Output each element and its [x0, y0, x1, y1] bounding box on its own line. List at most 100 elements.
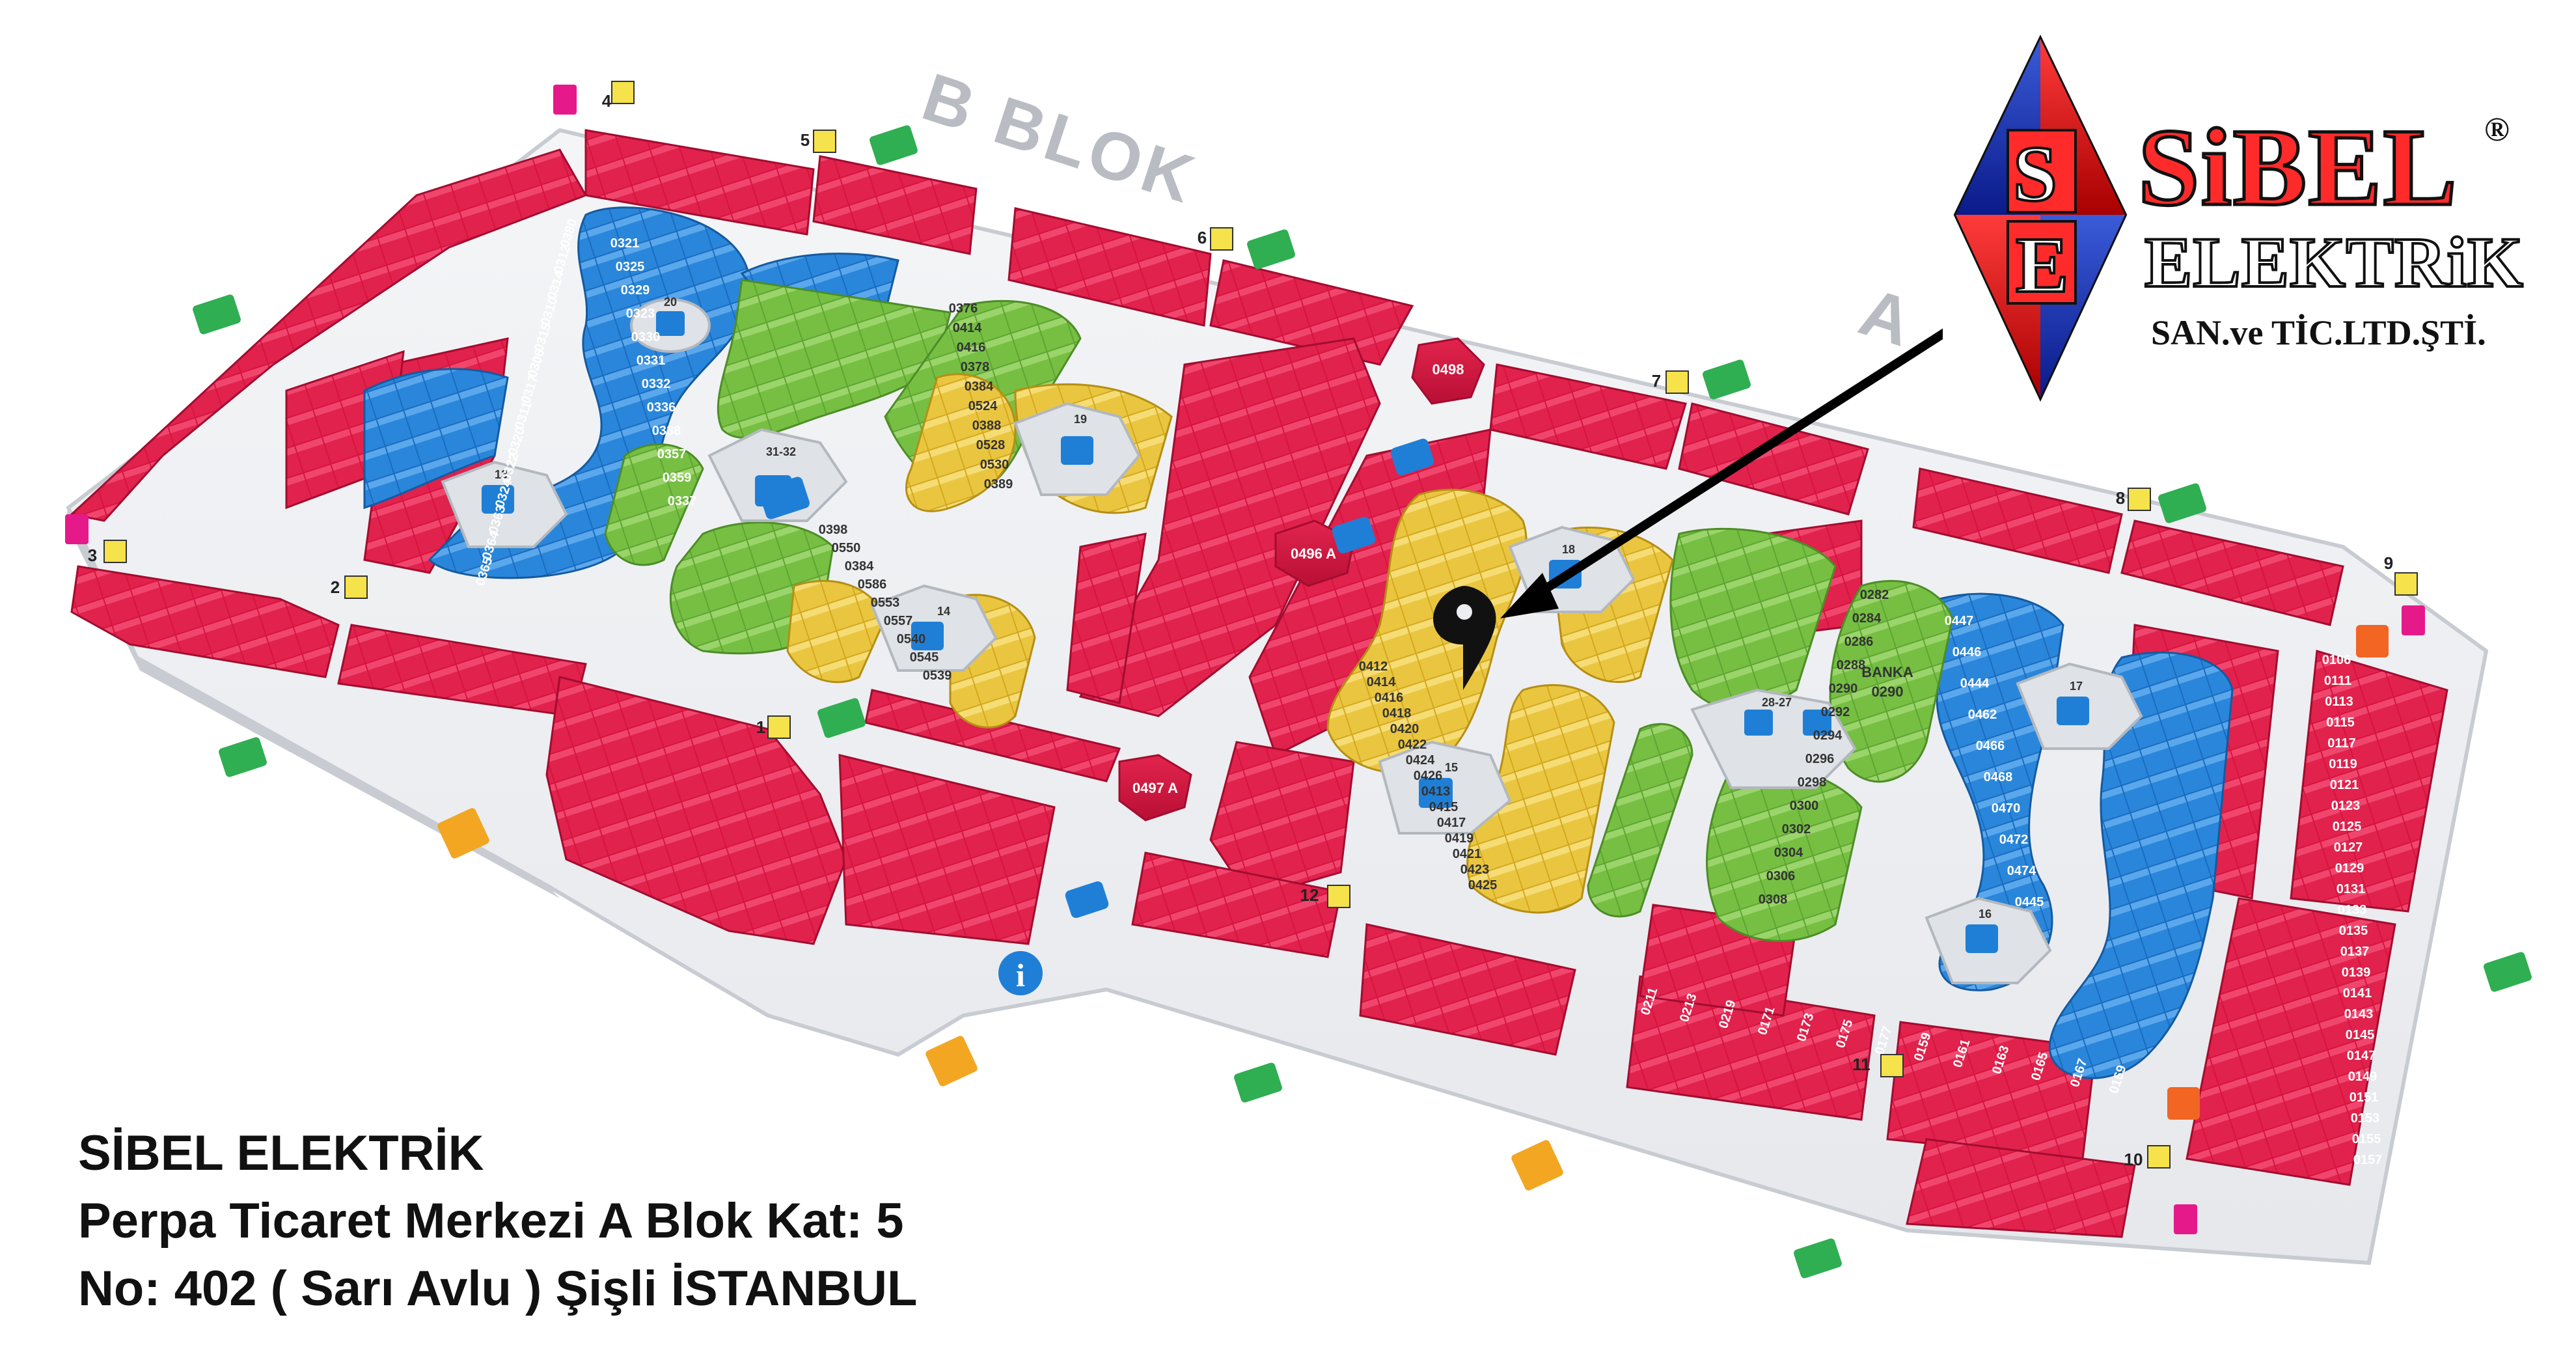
shop-number: 0323: [626, 307, 655, 321]
special-unit-label: 0290: [1872, 684, 1904, 700]
shop-number: 0290: [1829, 682, 1858, 696]
shop-number: 0300: [1790, 799, 1819, 813]
shop-number: 0302: [1782, 822, 1811, 837]
shop-number: 0384: [965, 380, 994, 394]
courtyard-16[interactable]: [1925, 896, 2052, 984]
shop-number: 0115: [2326, 715, 2354, 730]
shop-column-a-east-2[interactable]: [2185, 897, 2396, 1186]
exit-icon: [193, 294, 241, 335]
shop-column-center-2[interactable]: [1066, 533, 1147, 704]
shop-number: 0416: [957, 340, 986, 355]
courtyard-number: 15: [1445, 761, 1458, 774]
shop-number: 0111: [2324, 674, 2351, 688]
green-zones: [604, 279, 1954, 942]
shop-number: 0423: [1460, 863, 1490, 877]
shop-number: 0121: [2330, 778, 2359, 792]
shop-number: 0445: [2015, 895, 2044, 909]
shop-number: 0446: [1953, 645, 1982, 659]
courtyard-28-27[interactable]: [1690, 688, 1857, 789]
green-zone-f[interactable]: [1587, 723, 1693, 918]
shop-number: 0417: [1437, 816, 1466, 830]
shop-row-a-south-1[interactable]: [1131, 851, 1342, 958]
shop-block-south-mid[interactable]: [838, 754, 1056, 945]
shop-number: 0421: [1453, 847, 1482, 861]
green-zone-d[interactable]: [604, 443, 704, 566]
courtyard-14[interactable]: [870, 584, 998, 672]
shop-row-north-a-4[interactable]: [2120, 519, 2344, 626]
shop-row-north-3[interactable]: [1007, 207, 1212, 327]
restroom-icon: [2174, 1204, 2197, 1234]
shop-number: 0414: [953, 321, 982, 335]
shop-row-a-south-2[interactable]: [1359, 923, 1576, 1056]
svg-text:4: 4: [602, 91, 612, 111]
courtyard-20[interactable]: [630, 298, 711, 353]
logo-brand-bottom: ELEKTRiK: [2143, 221, 2525, 303]
shop-row-mid-center[interactable]: [864, 689, 1121, 782]
address-line-company: SİBEL ELEKTRİK: [78, 1126, 484, 1181]
entrance-arrow-icon: [437, 808, 489, 859]
shop-number: 0388: [972, 419, 1002, 433]
restroom-icon: [65, 514, 89, 544]
shop-number: 0336: [647, 400, 676, 415]
shop-number: 0472: [1999, 833, 2029, 847]
shop-row-a-south-3[interactable]: [1626, 975, 1876, 1121]
shop-number: 0308: [1759, 892, 1788, 907]
yellow-zone-a[interactable]: [905, 373, 1017, 512]
courtyard-15[interactable]: [1378, 740, 1512, 835]
exit-icon: [2484, 952, 2532, 992]
courtyard-number: 28-27: [1762, 696, 1792, 709]
shop-number: 0147: [2347, 1049, 2376, 1063]
shop-block-south-west[interactable]: [545, 676, 847, 945]
shop-number: 0153: [2351, 1111, 2380, 1126]
exit-icon: [817, 698, 866, 738]
shop-row-north-4[interactable]: [1209, 259, 1414, 366]
shop-row-north-a-1[interactable]: [1489, 363, 1687, 470]
shop-number: 0420: [1390, 722, 1419, 736]
address-line-street: No: 402 ( Sarı Avlu ) Şişli İSTANBUL: [78, 1261, 918, 1316]
exit-icon: [2158, 483, 2206, 523]
shop-row-north-a-3[interactable]: [1912, 467, 2123, 574]
shop-number: 0137: [2340, 945, 2370, 959]
courtyard-17[interactable]: [2016, 662, 2143, 750]
courtyard-number: 16: [1979, 907, 1992, 920]
special-unit-label: BANKA: [1861, 664, 1913, 680]
shop-number: 0143: [2344, 1007, 2374, 1021]
blue-zone-left-2[interactable]: [363, 368, 509, 510]
address-line-building: Perpa Ticaret Merkezi A Blok Kat: 5: [78, 1193, 904, 1249]
logo-letter-e: E: [2014, 220, 2070, 311]
restroom-icon: [553, 85, 577, 115]
shop-number: 0416: [1375, 691, 1404, 705]
exit-icon: [1794, 1238, 1842, 1279]
courtyard-13[interactable]: [441, 460, 568, 548]
exit-icon: [219, 737, 267, 777]
shop-number: 0359: [663, 471, 692, 485]
shop-number: 0106: [2322, 653, 2351, 667]
shop-column-a-east[interactable]: [2290, 650, 2448, 913]
shop-row-north-a-2[interactable]: [1678, 402, 1869, 516]
green-zone-banka[interactable]: [1829, 579, 1954, 783]
shop-row-north-1[interactable]: [584, 129, 815, 236]
shop-number: 0135: [2339, 924, 2368, 938]
courtyard-19[interactable]: [1013, 402, 1141, 496]
shop-number: 0425: [1468, 878, 1498, 892]
logo-registered: ®: [2484, 111, 2510, 148]
svg-text:8: 8: [2116, 488, 2125, 508]
yellow-zone-g[interactable]: [1466, 684, 1615, 914]
shop-number: 0550: [832, 541, 861, 555]
shop-number: 0288: [1837, 658, 1866, 672]
kiosk-0497a[interactable]: [1118, 754, 1192, 822]
shop-number: 0119: [2329, 757, 2357, 771]
shop-row-top-left[interactable]: [69, 148, 588, 522]
blue-zone-right-2[interactable]: [2048, 651, 2234, 1079]
shop-number: 0321: [610, 236, 640, 251]
exit-icon: [1703, 359, 1751, 400]
shop-column-center[interactable]: [1078, 337, 1381, 717]
shop-row-west[interactable]: [70, 565, 340, 678]
escalator-icon: [759, 477, 810, 519]
svg-text:10: 10: [2124, 1150, 2143, 1169]
shop-row-north-2[interactable]: [812, 155, 978, 255]
shop-row-a-south-5[interactable]: [1906, 1138, 2136, 1238]
address-block: SİBEL ELEKTRİK Perpa Ticaret Merkezi A B…: [78, 1120, 917, 1323]
cafe-icon: [2167, 1087, 2200, 1120]
kiosk-0498[interactable]: [1411, 337, 1485, 405]
